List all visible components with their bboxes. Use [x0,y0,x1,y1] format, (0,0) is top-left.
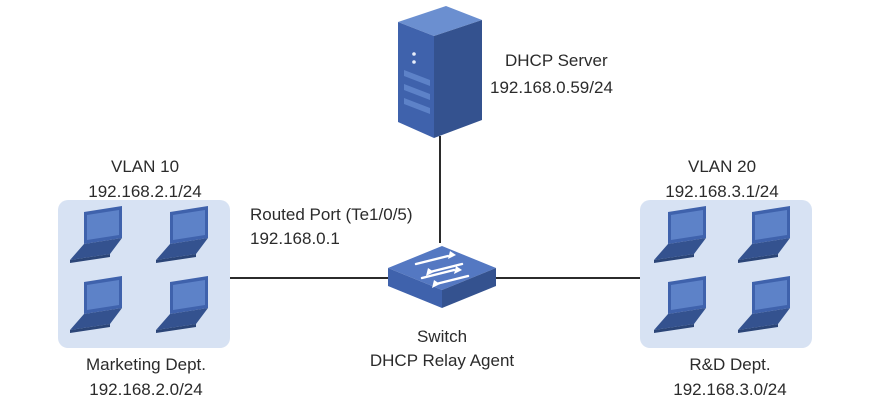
right-subnet: 192.168.3.0/24 [673,380,787,399]
laptop-icon [156,276,208,333]
switch-role: DHCP Relay Agent [369,351,515,370]
laptop-icon [654,206,706,263]
laptop-icon [738,206,790,263]
switch-icon [388,246,496,308]
left-dept: Marketing Dept. [86,355,206,374]
laptop-icon [654,276,706,333]
server-icon [398,6,482,138]
right-vlan: VLAN 20 [687,157,757,176]
laptop-icon [70,276,122,333]
right-dept: R&D Dept. [689,355,771,374]
server-ip: 192.168.0.59/24 [490,78,613,97]
right-gateway: 192.168.3.1/24 [665,182,779,201]
left-gateway: 192.168.2.1/24 [88,182,202,201]
right-vlan-group [640,200,812,348]
laptop-icon [70,206,122,263]
left-vlan: VLAN 10 [110,157,180,176]
left-subnet: 192.168.2.0/24 [89,380,203,399]
switch-name: Switch [416,327,468,346]
port-name: Routed Port (Te1/0/5) [250,205,413,224]
left-vlan-group [58,200,230,348]
server-name: DHCP Server [505,51,608,70]
port-ip: 192.168.0.1 [250,229,340,248]
laptop-icon [156,206,208,263]
laptop-icon [738,276,790,333]
